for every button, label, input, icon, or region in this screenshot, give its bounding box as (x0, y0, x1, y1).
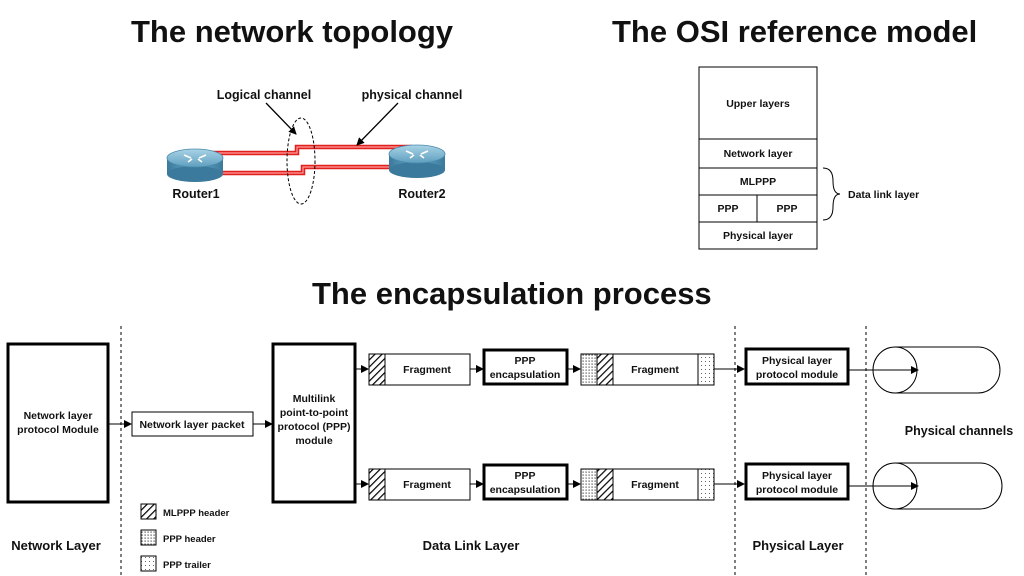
network-layer-packet-label: Network layer packet (139, 419, 245, 431)
topology-title: The network topology (131, 14, 454, 49)
legend-mlppp-swatch (140, 503, 157, 520)
physical-channels-label: Physical channels (905, 424, 1013, 438)
router1-label: Router1 (172, 187, 219, 201)
mlppp-header-upper (368, 353, 386, 386)
osi-upper-layers: Upper layers (726, 98, 790, 110)
router1-icon (166, 148, 224, 182)
mlppp-module-line4: module (295, 435, 332, 447)
legend: MLPPP header PPP header PPP trailer (140, 503, 230, 572)
router2-icon (388, 144, 446, 178)
network-layer-module-line2: protocol Module (17, 424, 99, 436)
network-layer-module-box (6, 342, 110, 504)
network-layer-packet-box (131, 411, 254, 437)
ppp-trailer-upper (697, 353, 715, 386)
fragment-label-lower: Fragment (403, 479, 451, 491)
osi-ppp-right: PPP (776, 203, 797, 215)
physical-module-lower-line2: protocol module (756, 484, 838, 496)
physical-module-upper-line1: Physical layer (762, 355, 832, 367)
mlppp-header-upper-2 (596, 353, 614, 386)
logical-channel-ellipse (286, 117, 316, 205)
link-upper (200, 144, 412, 156)
link-lower (200, 164, 412, 176)
fragment-label-upper-2: Fragment (631, 364, 679, 376)
fragment-label-upper: Fragment (403, 364, 451, 376)
upper-fragment-row: Fragment PPP encapsulation Fragment Phys… (355, 346, 1001, 394)
ppp-header-lower (580, 468, 598, 501)
physical-module-box-lower (744, 462, 850, 501)
lower-fragment-row: Fragment PPP encapsulation Fragment Phys… (355, 462, 1003, 510)
legend-mlppp-label: MLPPP header (163, 508, 230, 519)
physical-module-lower-line1: Physical layer (762, 470, 832, 482)
section-network-layer: Network Layer (11, 538, 101, 553)
legend-ppp-trailer-label: PPP trailer (163, 560, 211, 571)
legend-ppp-header-label: PPP header (163, 534, 216, 545)
physical-channel-label: physical channel (362, 88, 463, 102)
ppp-encap-lower-line1: PPP (514, 470, 535, 482)
section-physical-layer: Physical Layer (752, 538, 843, 553)
mlppp-module-line1: Multilink (293, 393, 336, 405)
ppp-encap-upper-line2: encapsulation (490, 369, 561, 381)
osi-physical-layer: Physical layer (723, 230, 793, 242)
osi-network-layer: Network layer (724, 148, 793, 160)
osi-title: The OSI reference model (612, 14, 978, 49)
router2-label: Router2 (398, 187, 445, 201)
osi-ppp-left: PPP (717, 203, 738, 215)
fragment-label-lower-2: Fragment (631, 479, 679, 491)
topology-section: Logical channel physical channel Router1… (166, 88, 463, 205)
ppp-encapsulation-box-upper (482, 348, 569, 386)
mlppp-header-lower-2 (596, 468, 614, 501)
mlppp-header-lower (368, 468, 386, 501)
osi-mlppp: MLPPP (740, 176, 776, 188)
ppp-encapsulation-box-lower (482, 463, 569, 501)
logical-channel-label: Logical channel (217, 88, 311, 102)
mlppp-module-line3: protocol (PPP) (278, 421, 351, 433)
mlppp-module-line2: point-to-point (280, 407, 349, 419)
ppp-encap-lower-line2: encapsulation (490, 484, 561, 496)
physical-module-box-upper (744, 347, 850, 386)
legend-ppp-header-swatch (140, 529, 157, 546)
section-data-link-layer: Data Link Layer (423, 538, 520, 553)
encapsulation-title: The encapsulation process (312, 276, 712, 311)
ppp-header-upper (580, 353, 598, 386)
ppp-encap-upper-line1: PPP (514, 355, 535, 367)
network-layer-module-line1: Network layer (24, 410, 93, 422)
fragment-box-lower-2 (612, 468, 699, 501)
physical-module-upper-line2: protocol module (756, 369, 838, 381)
osi-data-link-label: Data link layer (848, 189, 919, 201)
osi-model (698, 66, 841, 250)
ppp-trailer-lower (697, 468, 715, 501)
fragment-box-lower (384, 468, 471, 501)
mlppp-module-box (271, 342, 357, 504)
fragment-box-upper-2 (612, 353, 699, 386)
legend-ppp-trailer-swatch (140, 555, 157, 572)
